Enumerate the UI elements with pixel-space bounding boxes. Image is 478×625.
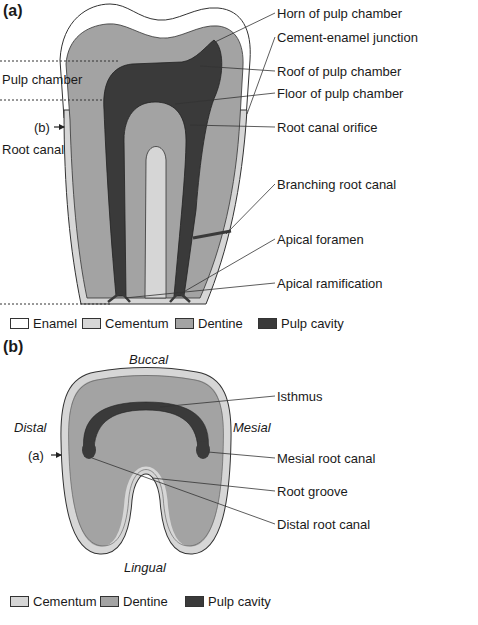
panel-label: (b)	[3, 338, 23, 356]
part-label: (b)	[34, 120, 50, 135]
distal-canal	[82, 441, 96, 459]
part-label: Horn of pulp chamber	[277, 6, 402, 21]
part-label: Roof of pulp chamber	[277, 64, 401, 79]
legend-text: Enamel	[33, 316, 77, 331]
part-label: Root canal	[2, 142, 64, 157]
mesial-canal	[196, 441, 210, 459]
legend-swatch	[10, 318, 29, 329]
isthmus-pulp	[84, 402, 209, 452]
part-label: Root canal orifice	[277, 120, 377, 135]
legend-text: Pulp cavity	[208, 594, 271, 609]
leader-line	[92, 396, 275, 524]
direction-label: Lingual	[124, 560, 166, 575]
leader-line	[125, 13, 275, 298]
arrow-head	[59, 124, 65, 130]
part-label: Pulp chamber	[2, 72, 82, 87]
cross-section-inner-edge	[69, 375, 224, 546]
dentine-body	[66, 24, 243, 298]
part-label: Floor of pulp chamber	[277, 86, 403, 101]
part-label: Mesial root canal	[277, 451, 375, 466]
direction-label: Mesial	[233, 420, 271, 435]
branching-canal	[193, 231, 231, 238]
root-groove-cementum	[145, 147, 166, 299]
legend-text: Dentine	[198, 316, 243, 331]
legend-text: Dentine	[123, 594, 168, 609]
dotted-guide	[0, 61, 118, 304]
part-label: Apical ramification	[277, 276, 383, 291]
legend-text: Cementum	[105, 316, 169, 331]
part-label: Apical foramen	[277, 232, 364, 247]
part-label: Branching root canal	[277, 177, 396, 192]
direction-label: Buccal	[129, 352, 168, 367]
part-label: Cement-enamel junction	[277, 30, 418, 45]
panel-label: (a)	[3, 2, 23, 20]
legend-swatch	[175, 318, 194, 329]
legend-swatch	[10, 596, 29, 607]
part-label: (a)	[28, 448, 44, 463]
cross-section-body	[65, 372, 227, 551]
part-label: Distal root canal	[277, 517, 370, 532]
legend-text: Pulp cavity	[281, 316, 344, 331]
direction-label: Distal	[14, 420, 47, 435]
legend-swatch	[258, 318, 277, 329]
pulp-cavity	[104, 40, 222, 296]
legend-swatch	[100, 596, 119, 607]
legend-text: Cementum	[33, 594, 97, 609]
cross-section-outline	[65, 372, 227, 551]
legend-swatch	[185, 596, 204, 607]
part-label: Isthmus	[277, 389, 323, 404]
arrow-head	[56, 452, 62, 458]
legend-swatch	[82, 318, 101, 329]
apical-ramification	[108, 292, 190, 302]
part-label: Root groove	[277, 484, 348, 499]
